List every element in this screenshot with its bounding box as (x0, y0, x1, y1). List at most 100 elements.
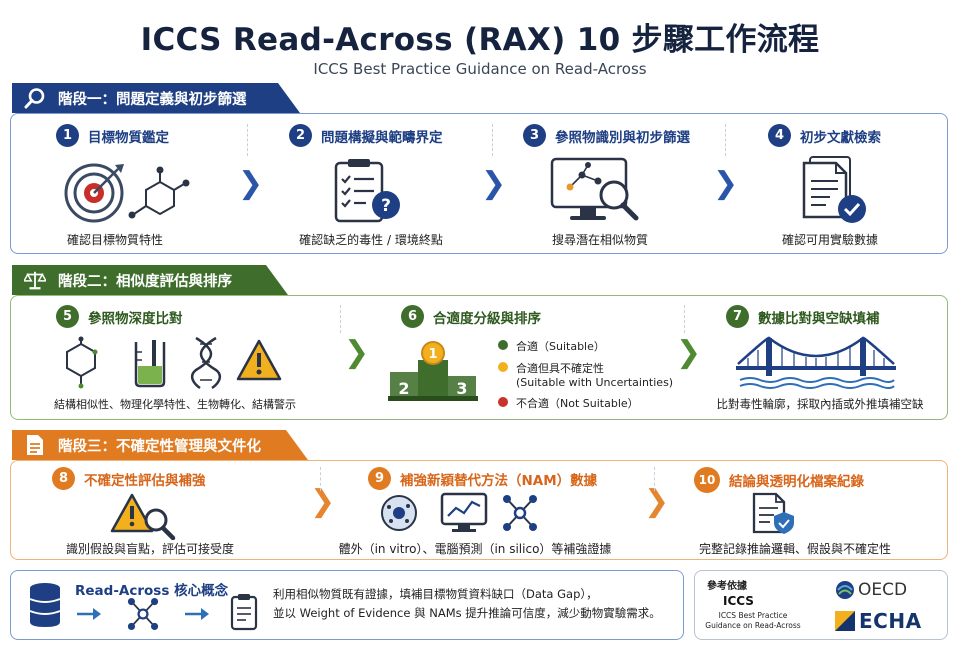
step-number-badge: 4 (768, 124, 791, 147)
step-3: 3 參照物識別與初步篩選 (523, 124, 690, 147)
checklist-icon: ? (334, 159, 400, 223)
legend-item: 合適但具不確定性(Suitable with Uncertainties) (498, 360, 673, 389)
core-concept-panel: Read-Across 核心概念 利用相似物質既有證據，填補目標物質資料缺口（D… (10, 570, 684, 640)
green-dot-icon (498, 340, 508, 350)
page-subtitle: ICCS Best Practice Guidance on Read-Acro… (313, 60, 647, 78)
legend-sublabel: (Suitable with Uncertainties) (516, 376, 674, 389)
phase-1-banner: 階段一：問題定義與初步篩選 (12, 83, 300, 113)
core-concept-title: Read-Across 核心概念 (75, 583, 229, 599)
divider (725, 124, 726, 156)
yellow-dot-icon (498, 362, 508, 372)
phase-3-banner: 階段三：不確定性管理與文件化 (12, 430, 308, 460)
legend-item: 合適（Suitable） (498, 338, 673, 354)
step-9: 9 補強新穎替代方法（NAM）數據 (368, 467, 597, 490)
document-shield-icon (752, 492, 794, 534)
arrow-right-icon (77, 608, 101, 620)
step-caption: 結構相似性、物理化學特性、生物轉化、結構警示 (54, 398, 296, 411)
warning-icon (236, 339, 282, 381)
reference-label: 參考依據 (707, 581, 747, 592)
step-number-badge: 3 (523, 124, 546, 147)
step-caption: 確認缺乏的毒性 / 環境終點 (299, 233, 443, 247)
clipboard-icon (230, 594, 258, 631)
divider (492, 124, 493, 156)
step-number-badge: 1 (56, 124, 79, 147)
red-dot-icon (498, 397, 508, 407)
divider (684, 305, 685, 333)
molecule-icon (66, 336, 98, 389)
podium-rank-1: 1 (428, 347, 437, 362)
step-title: 初步文獻檢索 (800, 129, 881, 146)
step-title: 合適度分級與排序 (433, 310, 541, 327)
step-title: 參照物識別與初步篩選 (555, 129, 690, 146)
core-concept-line: 利用相似物質既有證據，填補目標物質資料缺口（Data Gap）， (273, 587, 598, 601)
echa-mark-icon (835, 611, 855, 631)
step-number-badge: 2 (289, 124, 312, 147)
beaker-icon (134, 340, 166, 388)
oecd-logo: OECD (835, 580, 907, 600)
chevron-right-icon: ❯ (713, 166, 739, 201)
svg-text:?: ? (381, 196, 391, 216)
scale-icon (24, 269, 46, 291)
step-number-badge: 5 (56, 305, 79, 328)
step-caption: 比對毒性輪廓，採取內插或外推填補空缺 (716, 397, 924, 411)
phase-2-banner: 階段二：相似度評估與排序 (12, 265, 288, 295)
step-4: 4 初步文獻檢索 (768, 124, 881, 147)
step-1: 1 目標物質鑑定 (56, 124, 169, 147)
echa-logo: ECHA (835, 609, 922, 633)
echa-logo-text: ECHA (859, 609, 922, 633)
podium-icon: 1 2 3 (388, 341, 478, 401)
step-caption: 識別假設與盲點，評估可接受度 (65, 542, 234, 556)
step-number-badge: 7 (726, 305, 749, 328)
reference-org: ICCS (723, 594, 754, 608)
chevron-right-icon: ❯ (344, 335, 370, 370)
legend-label: 合適但具不確定性 (516, 362, 604, 375)
step-caption: 完整記錄推論邏輯、假設與不確定性 (698, 542, 891, 556)
divider (340, 305, 341, 333)
phase-2-panel (10, 295, 948, 420)
monitor-chart-icon (440, 492, 488, 532)
step-caption: 確認目標物質特性 (66, 233, 163, 247)
step-title: 目標物質鑑定 (88, 129, 169, 146)
network-icon (503, 495, 537, 531)
cell-icon (381, 495, 417, 531)
legend-item: 不合適（Not Suitable） (498, 395, 673, 411)
step-caption: 體外（in vitro）、電腦預測（in silico）等補強證據 (338, 542, 612, 556)
warning-search-icon (110, 493, 176, 540)
step-caption: 確認可用實驗數據 (781, 233, 878, 247)
target-icon (64, 163, 190, 223)
reference-doc-line: ICCS Best Practice (718, 611, 788, 620)
step-10: 10 結論與透明化檔案紀錄 (694, 467, 864, 493)
phase-1-label: 階段一：問題定義與初步篩選 (58, 91, 247, 108)
chevron-right-icon: ❯ (644, 484, 670, 519)
step-title: 結論與透明化檔案紀錄 (729, 474, 864, 490)
divider (247, 124, 248, 156)
document-icon (24, 434, 46, 456)
step-title: 補強新穎替代方法（NAM）數據 (400, 472, 598, 489)
divider (654, 467, 655, 491)
legend-label: 不合適（Not Suitable） (516, 397, 639, 410)
step-number-badge: 10 (694, 467, 720, 493)
chevron-right-icon: ❯ (676, 335, 702, 370)
phase-1-panel (10, 113, 948, 254)
dna-icon (190, 336, 222, 390)
step-number-badge: 8 (52, 467, 75, 490)
database-icon (29, 583, 61, 627)
chevron-right-icon: ❯ (238, 166, 264, 201)
step-8: 8 不確定性評估與補強 (52, 467, 206, 490)
podium-rank-2: 2 (398, 379, 409, 398)
step-number-badge: 6 (401, 305, 424, 328)
arrow-right-icon (185, 608, 209, 620)
step-number-badge: 9 (368, 467, 391, 490)
document-check-icon (802, 156, 866, 223)
legend-label: 合適（Suitable） (516, 340, 605, 353)
oecd-logo-text: OECD (858, 580, 908, 600)
step-6: 6 合適度分級與排序 (401, 305, 541, 328)
network-icon (127, 598, 159, 630)
page-title: ICCS Read-Across (RAX) 10 步驟工作流程 (140, 22, 820, 58)
step-title: 不確定性評估與補強 (84, 472, 206, 489)
reference-doc-line: Guidance on Read-Across (705, 621, 801, 630)
chevron-right-icon: ❯ (310, 484, 336, 519)
suitability-legend: 合適（Suitable） 合適但具不確定性(Suitable with Unce… (498, 338, 673, 417)
